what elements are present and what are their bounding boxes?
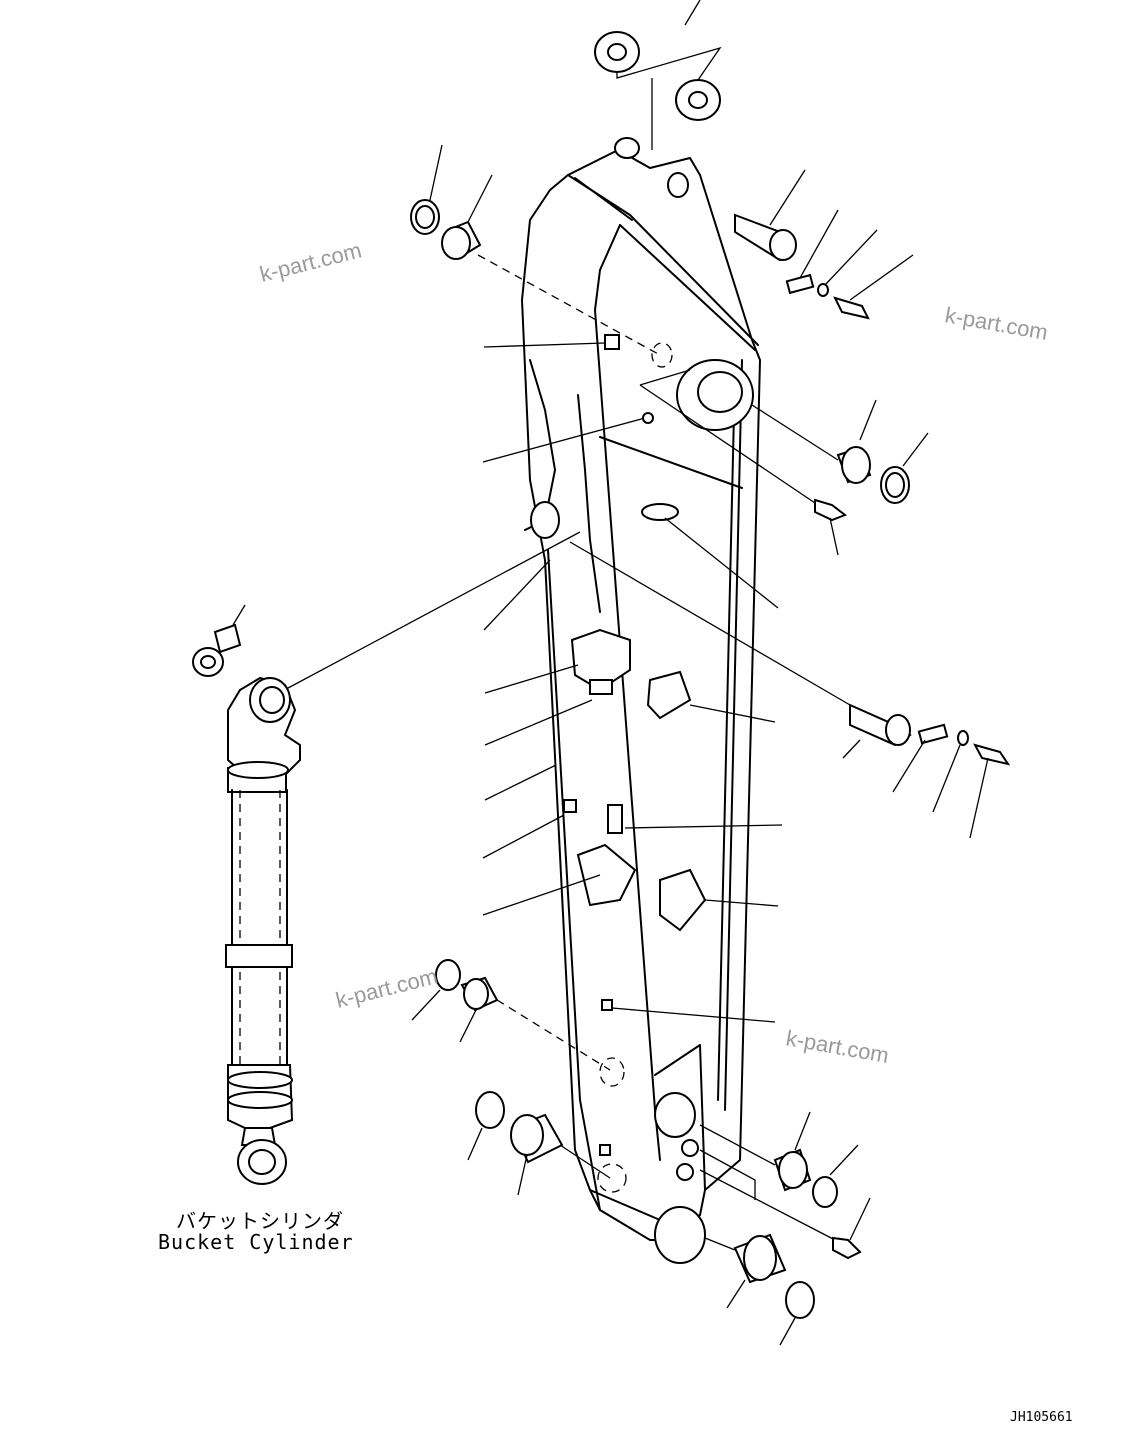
leader-lines-right — [611, 517, 783, 1023]
bushing-set-right-upper — [639, 369, 929, 556]
pin-assembly-middle — [569, 541, 1011, 839]
caption-english: Bucket Cylinder — [158, 1230, 354, 1254]
arm-body — [521, 137, 761, 1264]
watermark-2: k-part.com — [943, 302, 1050, 345]
leader-lines-left — [482, 342, 654, 916]
pin-assembly-top — [734, 169, 914, 320]
watermarks: k-part.com k-part.com k-part.com k-part.… — [257, 237, 1050, 1068]
bucket-cylinder — [192, 531, 581, 1185]
bushing-set-bottom — [411, 959, 871, 1346]
bushing-set-top-left — [410, 144, 661, 356]
caption-japanese: バケットシリンダ — [176, 1209, 344, 1233]
drawing-code: JH105661 — [1010, 1410, 1073, 1425]
watermark-1: k-part.com — [257, 237, 364, 286]
watermark-4: k-part.com — [784, 1025, 891, 1068]
watermark-3: k-part.com — [333, 963, 440, 1012]
shim-washers — [594, 0, 722, 150]
